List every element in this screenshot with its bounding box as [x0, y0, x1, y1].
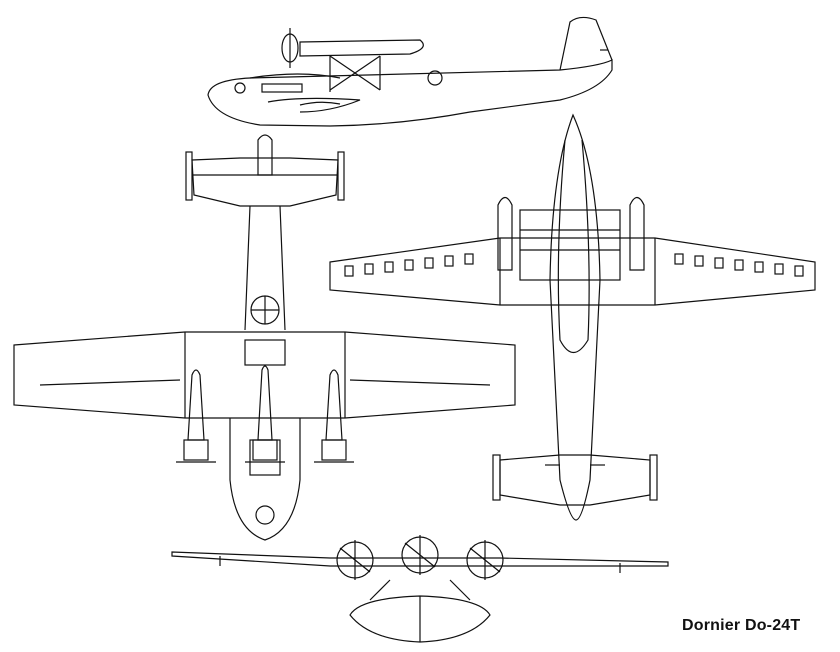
- front-view: [171, 535, 669, 643]
- bottom-view: [329, 113, 816, 521]
- side-view: [207, 16, 613, 127]
- wing-windows-right: [674, 253, 804, 277]
- top-view: [13, 134, 516, 541]
- drawing-caption: Dornier Do-24T: [682, 617, 801, 634]
- engines-top: [176, 365, 354, 463]
- wing-windows-left: [344, 253, 474, 277]
